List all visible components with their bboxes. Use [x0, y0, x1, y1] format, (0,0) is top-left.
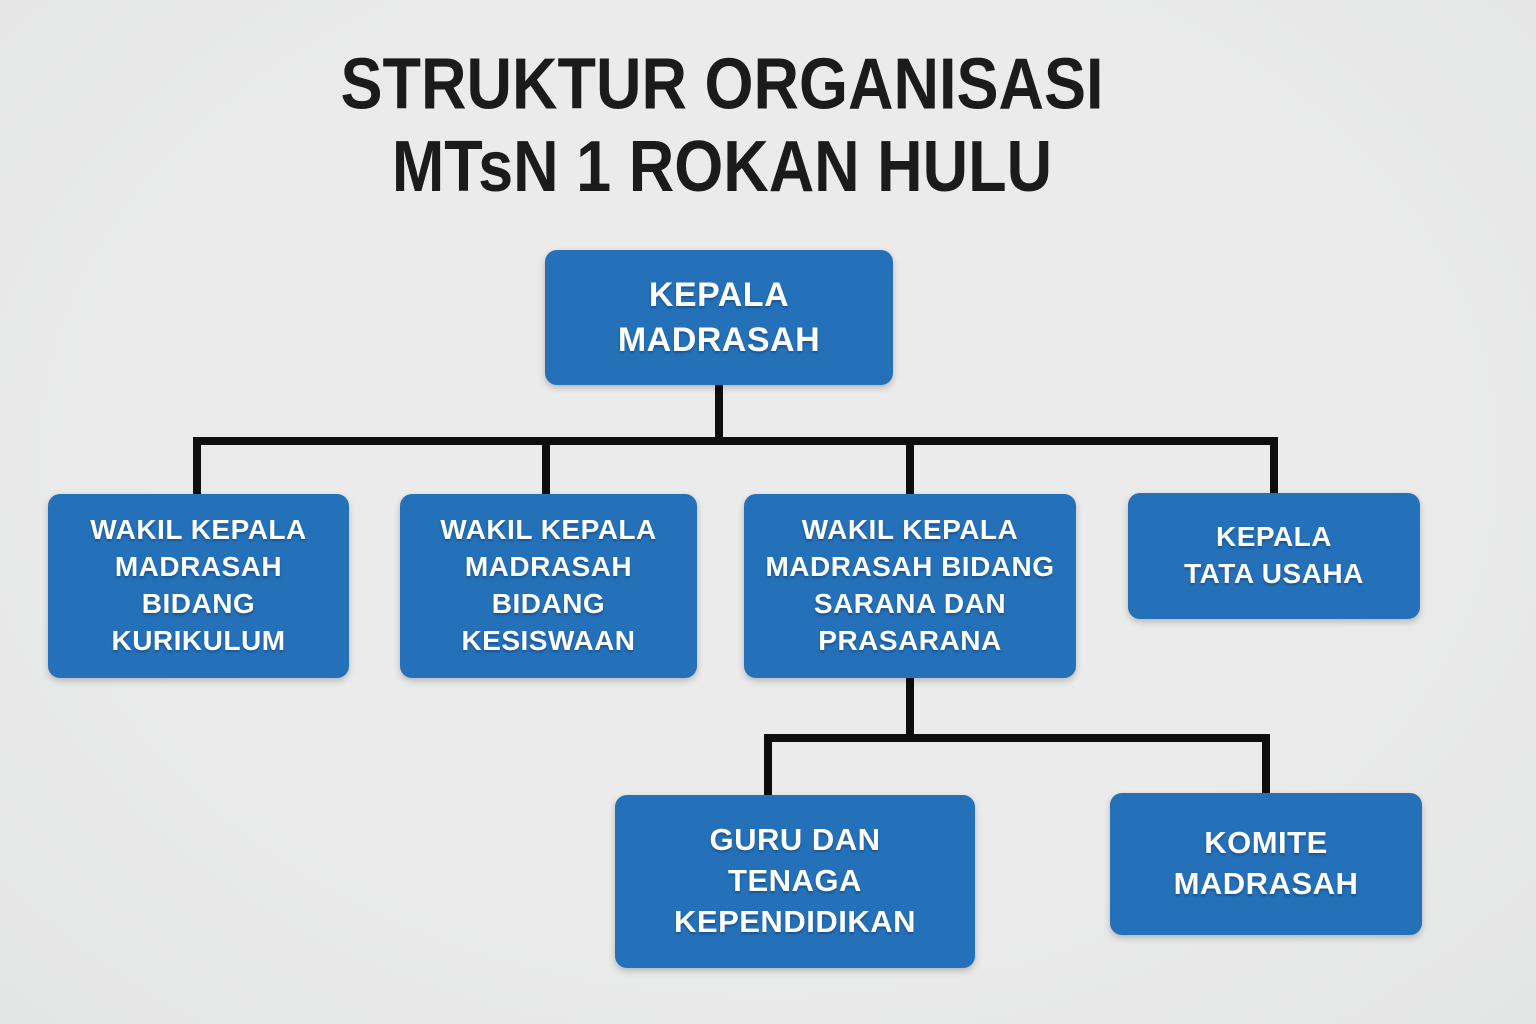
org-node-wakil-kepala-madrasah-bidang-sarana-dan-prasarana: WAKIL KEPALA MADRASAH BIDANG SARANA DAN …: [744, 494, 1076, 678]
org-node-label: WAKIL KEPALA MADRASAH BIDANG SARANA DAN …: [765, 514, 1055, 656]
org-node-label: WAKIL KEPALA MADRASAH BIDANG KESISWAAN: [440, 514, 657, 656]
connector-drop-sarana: [906, 441, 914, 496]
page-title-line-2: MTsN 1 ROKAN HULU: [391, 126, 1053, 208]
page-title: STRUKTUR ORGANISASI MTsN 1 ROKAN HULU: [0, 44, 1444, 209]
org-node-label: WAKIL KEPALA MADRASAH BIDANG KURIKULUM: [90, 514, 307, 656]
connector-drop-kesiswaan: [542, 441, 550, 496]
connector-level2-rail: [764, 734, 1270, 742]
connector-drop-tata-usaha: [1270, 441, 1278, 496]
org-node-guru-dan-tenaga-kependidikan: GURU DAN TENAGA KEPENDIDIKAN: [615, 795, 975, 968]
connector-drop-guru: [764, 738, 772, 798]
org-node-komite-madrasah: KOMITE MADRASAH: [1110, 793, 1422, 935]
connector-sarana-stem: [906, 676, 914, 740]
org-node-label: GURU DAN TENAGA KEPENDIDIKAN: [674, 822, 916, 939]
org-node-label: KEPALA MADRASAH: [617, 275, 821, 359]
org-node-kepala-madrasah: KEPALA MADRASAH: [545, 250, 893, 385]
org-node-wakil-kepala-madrasah-bidang-kurikulum: WAKIL KEPALA MADRASAH BIDANG KURIKULUM: [48, 494, 349, 678]
org-node-label: KOMITE MADRASAH: [1173, 825, 1359, 901]
connector-drop-kurikulum: [193, 441, 201, 496]
connector-level1-rail: [193, 437, 1278, 445]
page-title-line-1: STRUKTUR ORGANISASI: [340, 44, 1104, 125]
org-node-label: KEPALA TATA USAHA: [1184, 521, 1364, 589]
connector-drop-komite: [1262, 738, 1270, 796]
org-node-wakil-kepala-madrasah-bidang-kesiswaan: WAKIL KEPALA MADRASAH BIDANG KESISWAAN: [400, 494, 697, 678]
connector-root-stem: [715, 382, 723, 444]
org-node-kepala-tata-usaha: KEPALA TATA USAHA: [1128, 493, 1420, 619]
